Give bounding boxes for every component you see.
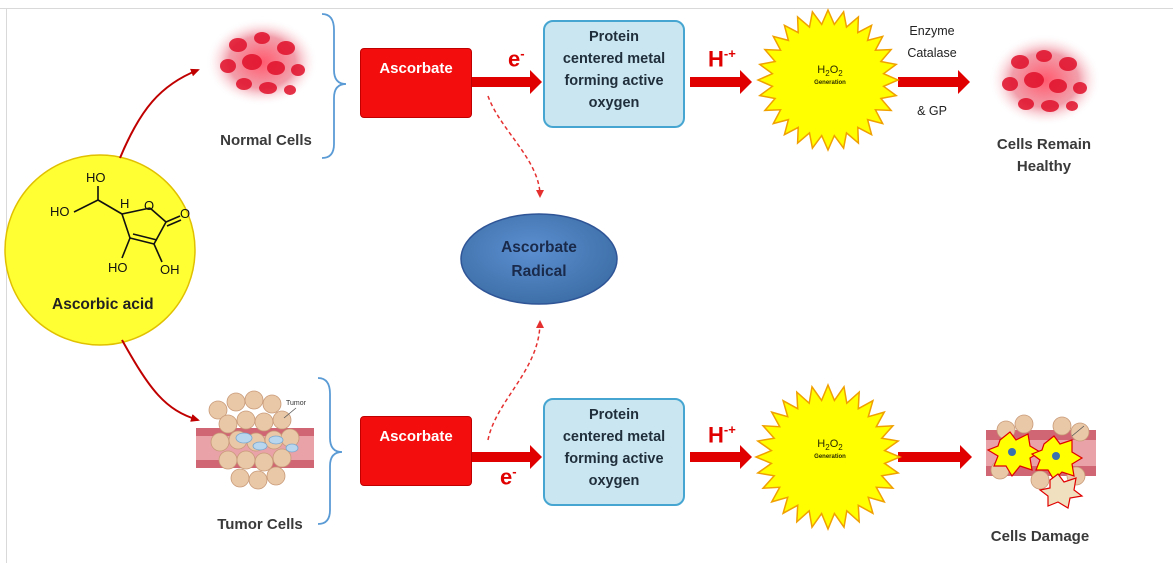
proton-letter-bottom: H	[708, 422, 724, 448]
tumor-cells-image	[196, 390, 314, 490]
normal-cells-image	[206, 18, 318, 106]
cells-damage-label: Cells Damage	[990, 528, 1090, 545]
mol-oh-bottom-right: OH	[160, 262, 180, 277]
electron-sup-bottom: -	[512, 464, 517, 479]
radical-line-1: Ascorbate	[501, 239, 577, 256]
h2o2-generation-bottom: Generation	[814, 454, 846, 461]
arrow-to-normal-cells	[119, 68, 200, 159]
cells-remain-label: Cells Remain Healthy	[988, 134, 1100, 178]
proton-symbol-top: H-+	[708, 46, 736, 72]
proton-sup-top: -+	[723, 46, 736, 61]
protein-box-bottom: Protein centered metal forming active ox…	[543, 398, 685, 506]
electron-sup-top: -	[520, 46, 525, 61]
damaged-cells-image	[986, 414, 1096, 509]
ascorbate-radical-ellipse	[460, 213, 618, 305]
h2o2-formula-bottom: H2O2	[817, 438, 843, 453]
h2o2-starburst-top	[756, 8, 900, 152]
arrow-protein-to-h2o2-bottom	[690, 445, 752, 469]
dashed-arrow-bottom-to-radical	[487, 320, 544, 441]
arrow-ascorbate-to-protein-top	[472, 70, 542, 94]
enzyme-line-2: Catalase	[907, 46, 957, 60]
ascorbic-acid-node	[4, 154, 196, 346]
electron-letter-bottom: e	[500, 464, 513, 490]
frame-left-border	[6, 8, 7, 563]
h2o2-label-bottom: H2O2 Generation	[785, 438, 875, 460]
protein-top-line-4: oxygen	[588, 95, 640, 111]
mol-o-ring: O	[144, 198, 155, 213]
radical-line-2: Radical	[511, 263, 567, 280]
mol-ho-top: HO	[86, 170, 106, 185]
mol-h: H	[120, 196, 130, 211]
arrow-protein-to-h2o2-top	[690, 70, 752, 94]
proton-sup-bottom: -+	[723, 422, 736, 437]
ascorbate-box-bottom: Ascorbate	[360, 416, 472, 486]
electron-symbol-bottom: e-	[500, 464, 517, 490]
protein-box-top: Protein centered metal forming active ox…	[543, 20, 685, 128]
cells-remain-line-1: Cells Remain	[996, 136, 1092, 153]
proton-letter-top: H	[708, 46, 724, 72]
brace-tumor	[317, 377, 343, 525]
electron-letter-top: e	[508, 46, 521, 72]
protein-top-line-2: centered metal	[562, 51, 666, 67]
mol-o-carbonyl: O	[180, 206, 191, 221]
proton-symbol-bottom: H-+	[708, 422, 736, 448]
tumor-cells-label: Tumor Cells	[217, 516, 303, 533]
protein-bottom-line-1: Protein	[589, 407, 639, 423]
healthy-cells-image	[989, 34, 1101, 126]
dashed-arrow-top-to-radical	[487, 95, 544, 198]
arrow-h2o2-to-healthy	[898, 70, 970, 94]
brace-normal	[321, 13, 347, 159]
ascorbic-acid-structure	[73, 186, 182, 263]
h2o2-generation-top: Generation	[814, 80, 846, 87]
frame-top-border	[0, 8, 1173, 9]
cells-remain-line-2: Healthy	[1016, 158, 1072, 175]
normal-cells-label: Normal Cells	[220, 132, 312, 149]
arrow-h2o2-to-damage	[898, 445, 972, 469]
protein-bottom-line-4: oxygen	[588, 473, 640, 489]
mol-ho-bottom-left: HO	[108, 260, 128, 275]
arrow-ascorbate-to-protein-bottom	[472, 445, 542, 469]
arrow-to-tumor-cells	[121, 339, 200, 422]
h2o2-starburst-bottom	[754, 383, 902, 531]
ascorbate-radical-label: Ascorbate Radical	[470, 236, 608, 284]
mol-ho-left: HO	[50, 204, 70, 219]
bottom-flow-arrows	[472, 445, 972, 469]
ascorbate-box-top: Ascorbate	[360, 48, 472, 118]
ascorbic-acid-label: Ascorbic acid	[52, 296, 154, 313]
tumor-tag-label: Tumor	[286, 400, 306, 407]
protein-bottom-line-2: centered metal	[562, 429, 666, 445]
protein-top-line-3: forming active	[564, 73, 664, 89]
enzyme-label-top: Enzyme Catalase	[900, 20, 964, 64]
protein-top-line-1: Protein	[589, 29, 639, 45]
protein-bottom-line-3: forming active	[564, 451, 664, 467]
enzyme-line-1: Enzyme	[909, 24, 955, 38]
enzyme-label-bottom: & GP	[917, 104, 947, 118]
electron-symbol-top: e-	[508, 46, 525, 72]
h2o2-formula-top: H2O2	[817, 64, 843, 79]
ascorbic-acid-circle	[4, 154, 196, 346]
top-flow-arrows	[472, 70, 970, 94]
h2o2-label-top: H2O2 Generation	[785, 64, 875, 86]
